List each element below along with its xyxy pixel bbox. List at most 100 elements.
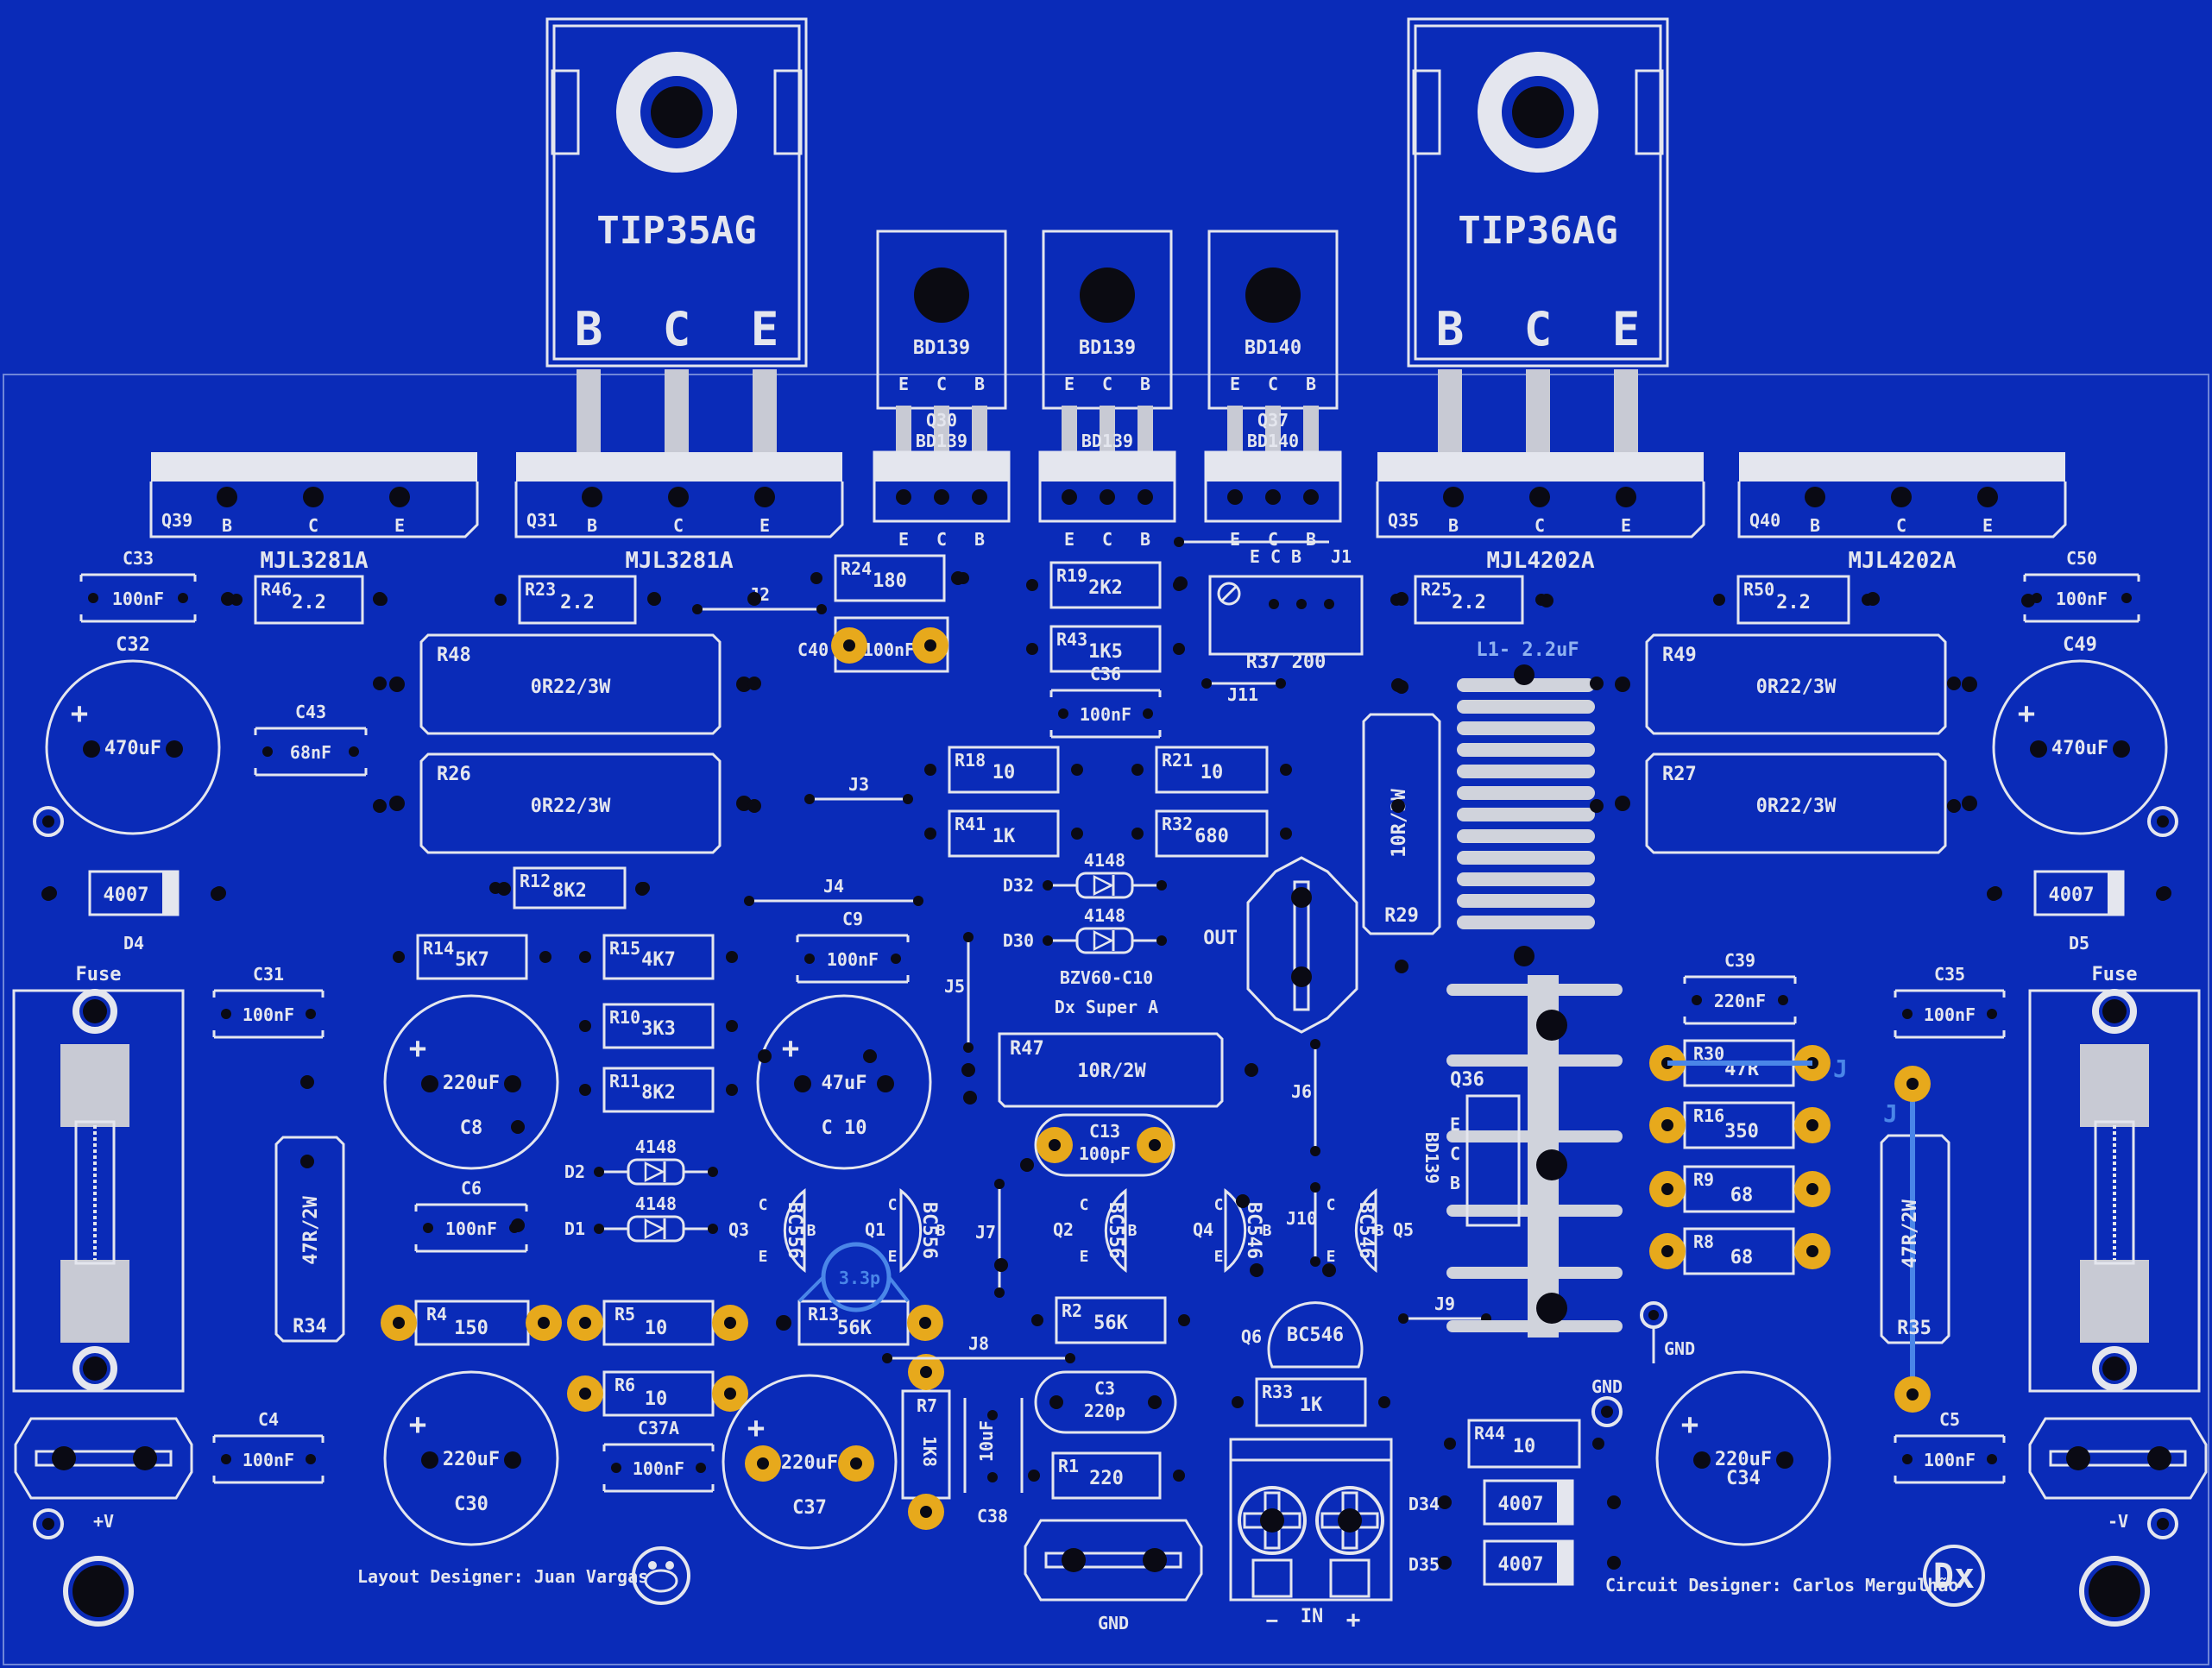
via [1174,576,1188,590]
terminal-neg: -V [2028,1417,2208,1532]
via-ring-outline [2147,806,2178,837]
terminal-outline [14,1417,193,1500]
via [1250,1263,1264,1277]
pad [579,951,591,963]
pad [262,746,273,757]
terminal-bar [1044,1552,1182,1569]
cap-link [797,1275,825,1303]
pin-label: B [1306,529,1316,550]
via [647,592,661,606]
connector-bar [1293,880,1310,1011]
pad [972,489,987,505]
to247-inner [1414,24,1662,361]
heatsink-bar [1040,452,1175,482]
resistor-body [1467,1419,1581,1469]
resistor-value: 68 [1730,1247,1754,1268]
board-edge [3,374,2209,1665]
input-outline [1229,1438,1393,1602]
trimmer-pins: E C B [1250,546,1301,567]
pad [877,1075,894,1092]
via [2021,594,2035,607]
pad [963,932,974,942]
via [42,815,54,828]
capacitor-value: 220nF [1714,991,1766,1011]
diode-ref: D5 [2069,933,2089,954]
terminal-gnd: GND [1024,1519,1203,1633]
via-ring-outline [1591,1396,1623,1427]
resistor-body [602,934,715,980]
transistor-ref: Q36 [1450,1069,1484,1091]
pad [1303,489,1319,505]
capacitor-value: 220uF [443,1073,500,1094]
footprint [514,482,844,538]
mounting-hole [63,1556,134,1627]
capacitor-outline [1034,1370,1177,1434]
pad [810,572,822,584]
pin-label: E [1064,529,1074,550]
via [1391,799,1405,813]
capacitor-ref: C38 [977,1506,1008,1526]
pin-label: C [1535,515,1545,536]
mounting-hole-center [2089,1565,2140,1617]
pad [896,489,911,505]
resistor-ref: R25 [1421,579,1452,600]
resistor-value: 1K8 [919,1436,940,1467]
pad [389,677,405,692]
inductor-turn [1457,808,1595,821]
pad [1310,1256,1320,1267]
board-outline [3,374,2209,1665]
mounting-hole [1080,268,1135,323]
pin-letter: E [1327,1248,1336,1266]
pad-hole [724,1388,736,1400]
pad [1987,1009,1997,1019]
pad-hole [850,1457,862,1470]
pad [1138,489,1153,505]
pin-label: C [308,515,318,536]
resistor-value: 68 [1730,1185,1754,1206]
capacitor-value: 68nF [290,742,331,763]
board-name: Dx Super A [1055,997,1158,1017]
via-ring-outline [33,1508,64,1539]
transistor-part: BD140 [1245,337,1301,359]
to92-outline [1267,1301,1364,1369]
capacitor-ref: C13 [1089,1121,1120,1142]
via [2156,887,2170,901]
pad [303,487,324,507]
polarity-plus: + [2018,696,2035,731]
via [863,1049,877,1063]
mounting-hole [1512,86,1564,138]
pin-label: E [394,515,405,536]
via [747,677,761,690]
pad-hole [724,1317,736,1329]
pin-label: B [1810,515,1820,536]
capacitor-ref: C33 [123,548,154,569]
resistor-body [1414,575,1524,625]
pad [1062,489,1077,505]
diode-ref: D1 [564,1218,585,1239]
footprint-ref: Q31 [526,510,558,531]
transistor-part: BC556 [784,1202,805,1259]
fuse-holder: Fuse [2028,964,2201,1393]
pad [1987,1454,1997,1464]
resistor-body [602,1067,715,1113]
via-ring-outline [2147,1508,2178,1539]
pad [1071,764,1083,776]
pad [1310,1146,1320,1156]
jumper-j-label: J [1833,1054,1848,1083]
pad [903,794,913,804]
resistor-value: 1K [993,826,1016,847]
pad [994,1179,1005,1189]
pad [1693,1451,1711,1469]
inductor-turn [1457,700,1595,714]
resistor-ref: R9 [1693,1169,1714,1190]
elco-outline [756,994,932,1170]
